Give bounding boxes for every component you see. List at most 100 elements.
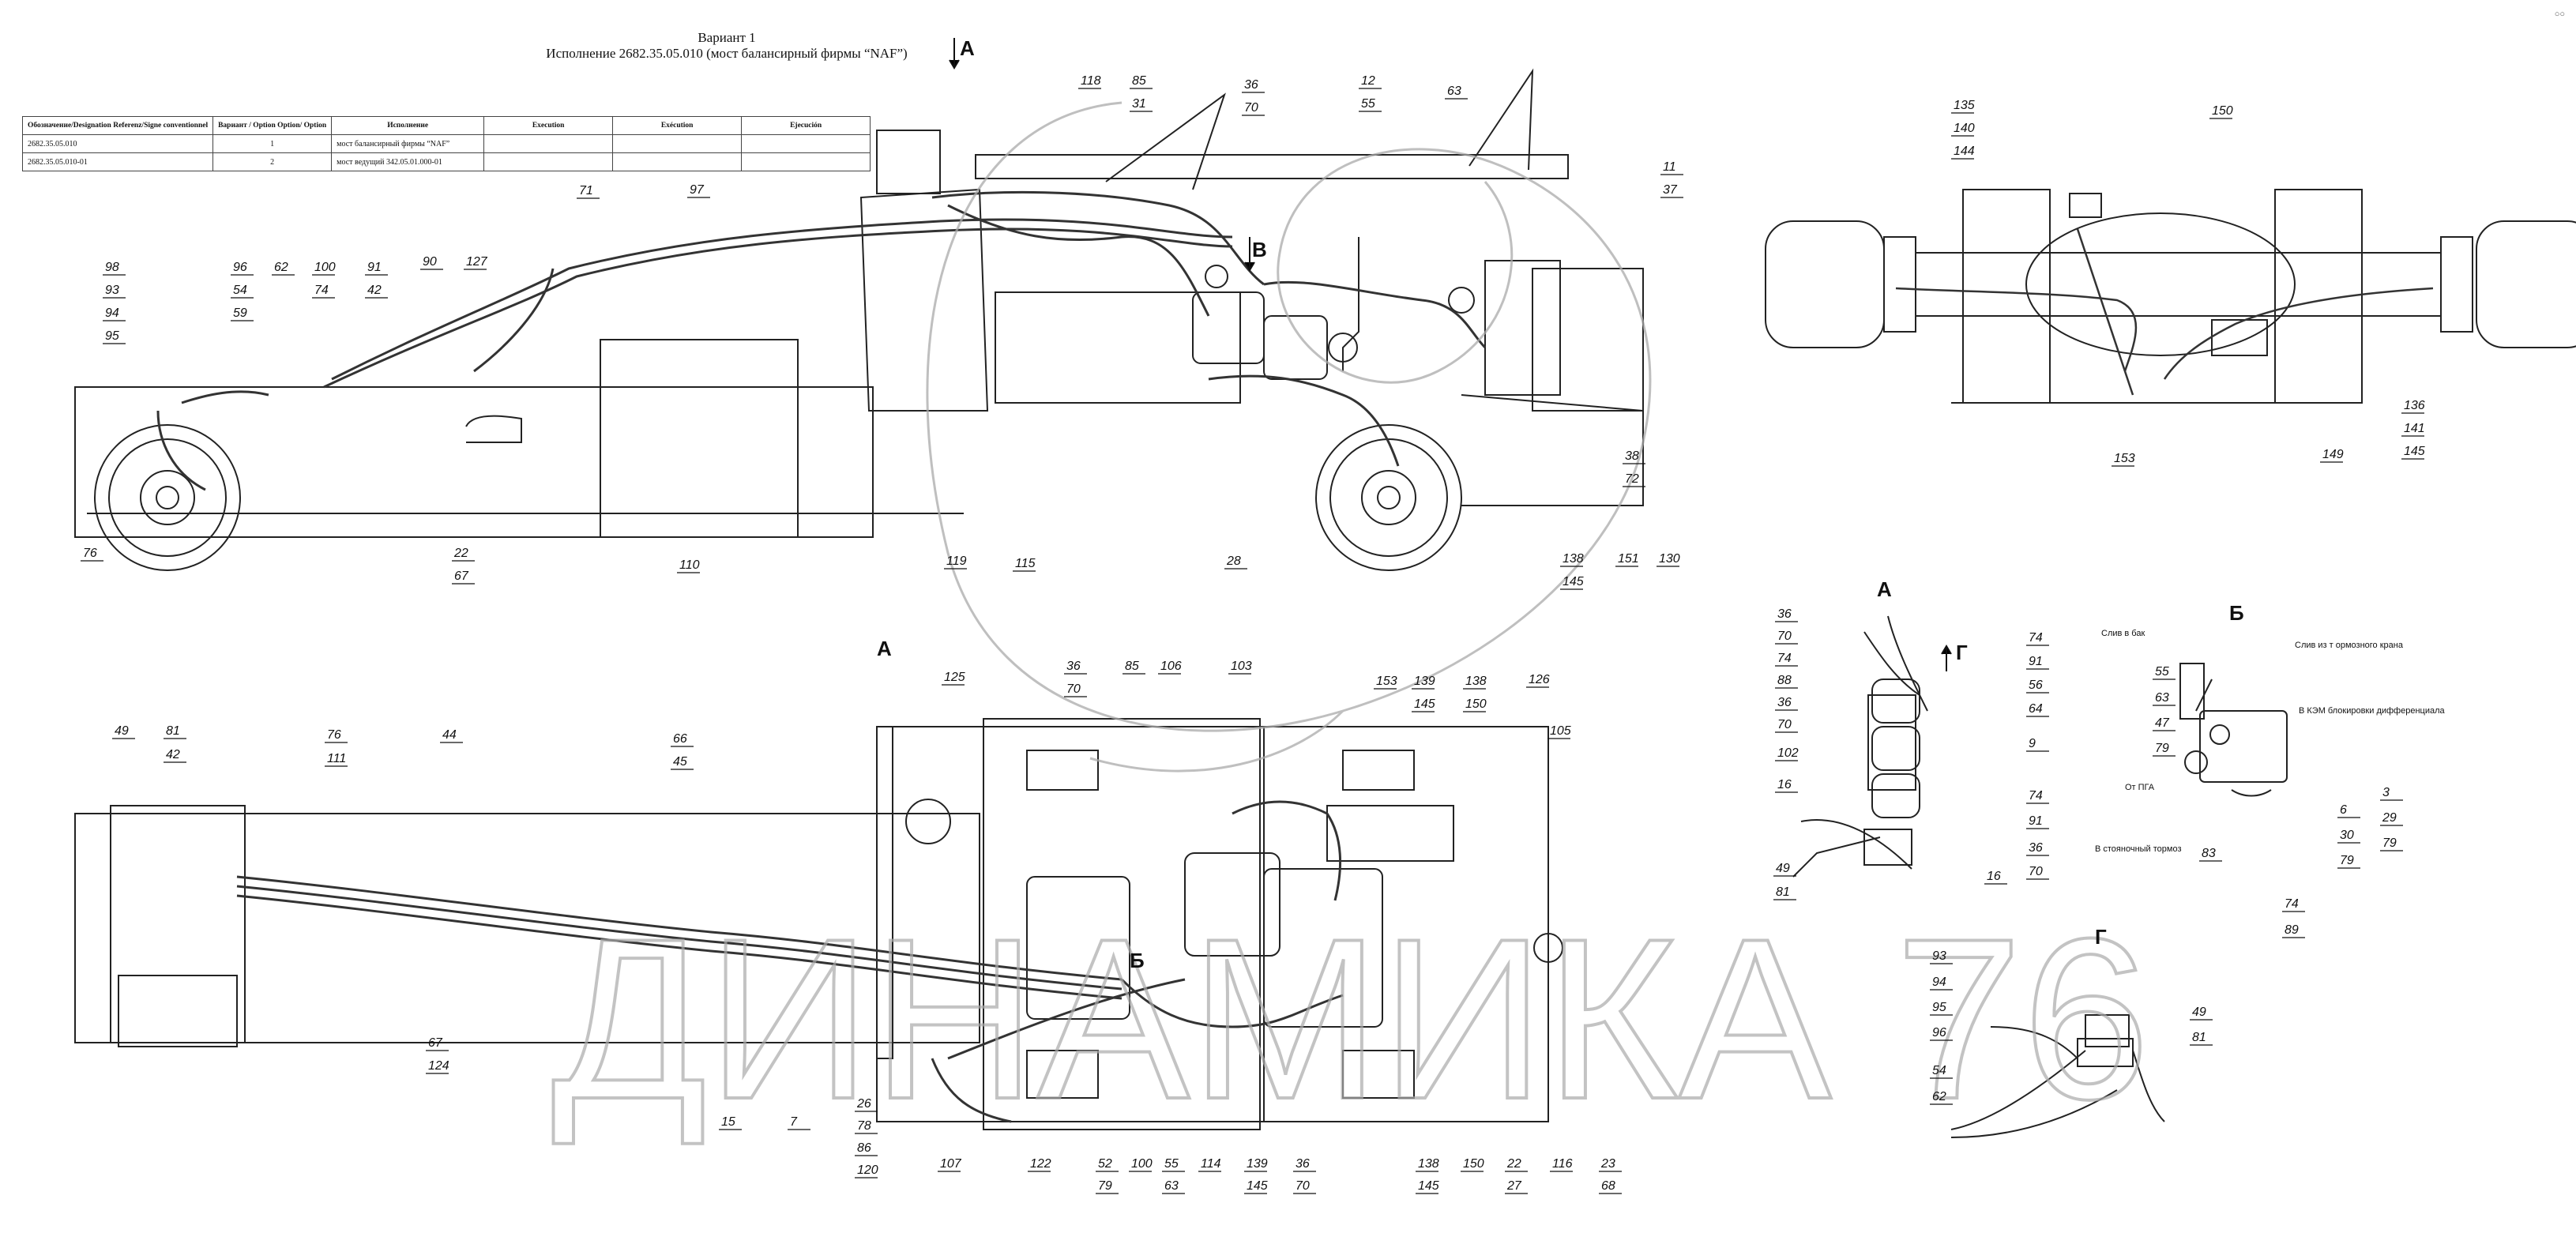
callout-number: 150 xyxy=(1463,1157,1484,1171)
callout-number: 6 xyxy=(2340,803,2347,817)
callout-number: 145 xyxy=(2404,445,2425,458)
variant-table: Обозначение/Designation Referenz/Signe c… xyxy=(21,116,871,171)
view-label-b-detail: Б xyxy=(2229,601,2244,625)
callout-number: 100 xyxy=(314,261,336,274)
callout-number: 78 xyxy=(857,1119,871,1133)
label-brake-valve: Слив из т ормозного крана xyxy=(2295,641,2404,650)
callout-number: 36 xyxy=(1244,78,1258,92)
callout-number: 91 xyxy=(367,261,382,274)
title-variant: Вариант 1 xyxy=(698,30,756,45)
view-label-b-main: Б xyxy=(1130,949,1145,972)
callout-number: 74 xyxy=(2285,897,2299,911)
table-row: 2682.35.05.010 1 мост балансирный фирмы … xyxy=(21,134,871,153)
callout-number: 144 xyxy=(1954,145,1975,158)
callout-number: 116 xyxy=(1552,1157,1573,1171)
callout-number: 56 xyxy=(2029,679,2043,692)
title-execution: Исполнение 2682.35.05.010 (мост балансир… xyxy=(546,46,908,61)
callout-number: 74 xyxy=(1777,652,1792,665)
main-hoses xyxy=(156,190,1487,491)
table-cell: 1 xyxy=(212,134,333,153)
callout-number: 110 xyxy=(679,558,700,572)
callout-number: 96 xyxy=(1932,1026,1946,1039)
table-header-cell: Исполнение xyxy=(331,116,485,135)
label-parking: В стояночный тормоз xyxy=(2095,844,2182,854)
callout-number: 74 xyxy=(2029,789,2043,803)
callout-number: 125 xyxy=(944,671,965,684)
callout-number: 94 xyxy=(105,306,119,320)
callout-number: 59 xyxy=(233,306,247,320)
callout-number: 97 xyxy=(690,183,705,197)
callout-number: 81 xyxy=(166,724,180,738)
callout-number: 93 xyxy=(1932,949,1946,963)
callout-number: 150 xyxy=(2212,104,2233,118)
callout-number: 42 xyxy=(367,284,382,297)
view-letters: А В А Б А Г Б Г xyxy=(877,36,2244,972)
callout-number: 139 xyxy=(1414,675,1435,688)
callout-number: 74 xyxy=(314,284,329,297)
callout-number: 88 xyxy=(1777,674,1792,687)
axle-top-view xyxy=(1765,189,2576,404)
callout-number: 153 xyxy=(1376,675,1397,688)
callout-number: 93 xyxy=(105,284,119,297)
callout-number: 153 xyxy=(2114,452,2135,465)
callout-number: 9 xyxy=(2029,737,2036,750)
callout-number: 85 xyxy=(1125,660,1139,673)
callout-number: 70 xyxy=(1066,682,1081,696)
callout-number: 49 xyxy=(1776,862,1790,875)
label-ksm: В КЭМ блокировки дифференциала xyxy=(2299,706,2446,716)
callout-number: 38 xyxy=(1625,449,1639,463)
callout-number: 26 xyxy=(856,1097,871,1111)
view-arrows xyxy=(949,38,1952,671)
table-header-cell: Ejecución xyxy=(741,116,871,135)
watermark-graphic xyxy=(926,101,1652,773)
callout-number: 76 xyxy=(327,728,341,742)
view-label-a-main: А xyxy=(877,637,892,660)
view-a xyxy=(1792,615,1928,878)
view-g xyxy=(1950,1014,2165,1138)
callout-number: 115 xyxy=(1015,557,1036,570)
callout-number: 83 xyxy=(2202,847,2216,860)
callout-number: 119 xyxy=(946,554,967,568)
callout-number: 71 xyxy=(579,184,593,197)
callout-number: 124 xyxy=(428,1059,449,1073)
view-label-a-detail: А xyxy=(1877,577,1892,601)
callout-number: 36 xyxy=(1066,660,1081,673)
callout-number: 102 xyxy=(1777,746,1799,760)
callout-number: 63 xyxy=(2155,691,2169,705)
callout-number: 106 xyxy=(1160,660,1182,673)
table-header-cell: Вариант / Option Option/ Option xyxy=(212,116,333,135)
callout-number: 70 xyxy=(1777,630,1792,643)
callout-number: 64 xyxy=(2029,702,2043,716)
callout-number: 36 xyxy=(1777,696,1792,709)
view-b-labels: Слив в бак Слив из т ормозного крана В К… xyxy=(2095,629,2446,854)
table-cell xyxy=(741,152,871,171)
callout-number: 96 xyxy=(233,261,247,274)
callout-number: 111 xyxy=(327,752,346,765)
corner-mark: ○○ xyxy=(2554,9,2565,19)
callout-number: 67 xyxy=(454,570,469,583)
callout-number: 85 xyxy=(1132,74,1146,88)
callout-number: 94 xyxy=(1932,975,1946,989)
callout-number: 15 xyxy=(721,1115,735,1129)
callout-number: 91 xyxy=(2029,655,2043,668)
callout-number: 122 xyxy=(1030,1157,1051,1171)
callout-number: 70 xyxy=(2029,865,2043,878)
view-label-a-top: А xyxy=(960,36,975,60)
callout-number: 67 xyxy=(428,1036,443,1050)
table-cell xyxy=(612,152,743,171)
label-pga: От ПГА xyxy=(2125,783,2155,792)
callout-number: 90 xyxy=(423,255,437,269)
watermark-text: ДИНАМИКА 76 xyxy=(551,891,2149,1147)
callout-number: 114 xyxy=(1201,1157,1221,1171)
callout-number: 55 xyxy=(2155,665,2169,679)
callout-number: 107 xyxy=(940,1157,962,1171)
callout-number: 126 xyxy=(1529,673,1550,686)
callout-number: 127 xyxy=(466,255,488,269)
table-row: 2682.35.05.010-01 2 мост ведущий 342.05.… xyxy=(21,152,871,171)
callout-number: 98 xyxy=(105,261,119,274)
callout-number: 55 xyxy=(1164,1157,1179,1171)
callout-number: 89 xyxy=(2285,923,2299,937)
callout-number: 11 xyxy=(1663,160,1676,174)
callout-number: 36 xyxy=(1777,607,1792,621)
